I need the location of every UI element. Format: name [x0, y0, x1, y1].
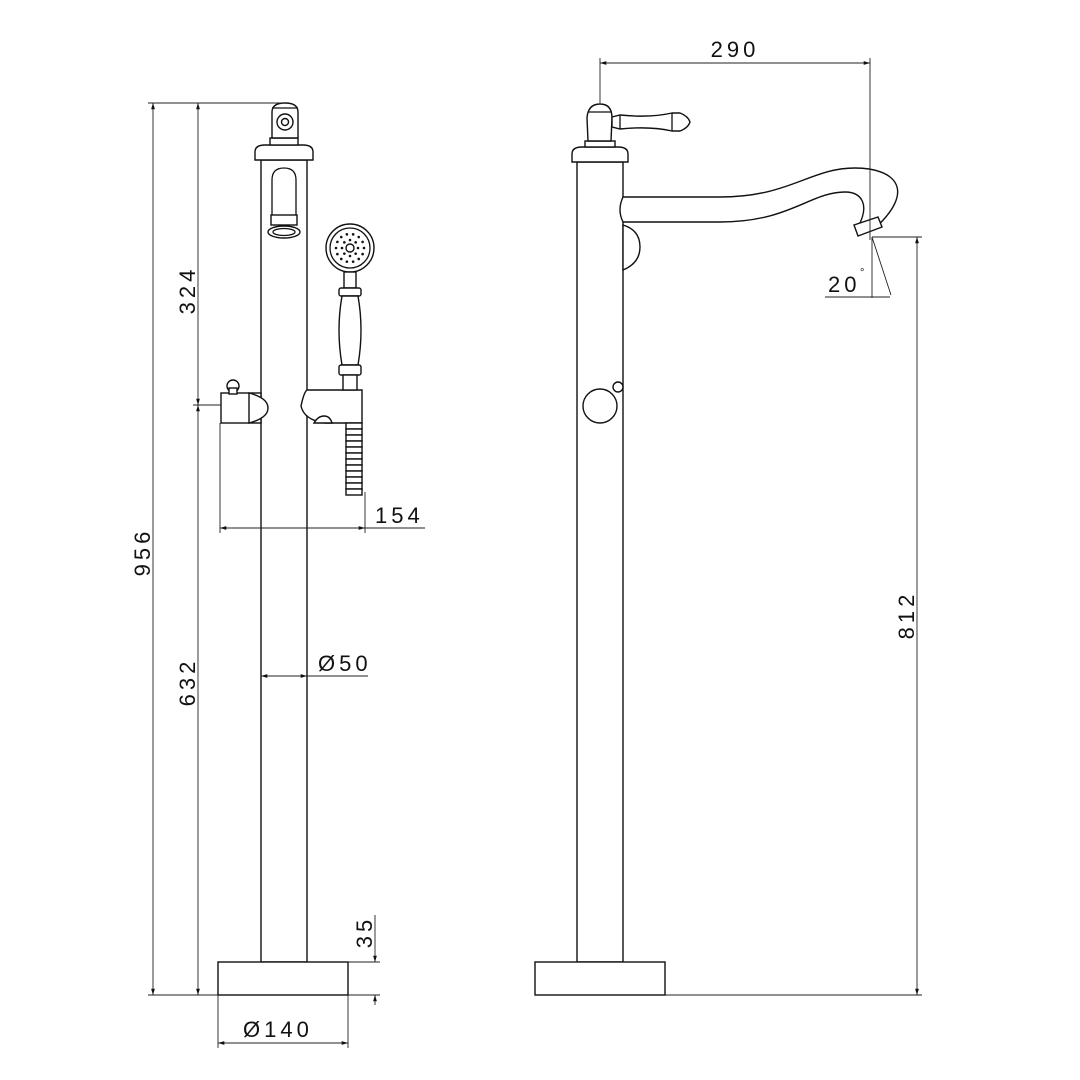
hose-rib — [345, 440, 363, 448]
hose-rib — [345, 452, 363, 460]
front-pipe — [260, 159, 308, 963]
front-dimensions: 956 324 632 154 Ø50 35 Ø140 — [130, 102, 425, 1048]
dim-lower-height: 632 — [175, 658, 200, 707]
front-view — [217, 102, 375, 996]
dim-shower-offset: 154 — [375, 503, 424, 528]
shower-hole — [351, 233, 355, 236]
shower-hole — [354, 252, 357, 255]
dim-spout-angle: 20 — [828, 272, 860, 297]
hose-rib — [345, 428, 363, 436]
dim-total-height: 956 — [130, 528, 155, 577]
side-view — [534, 103, 899, 996]
side-base — [534, 961, 666, 996]
shower-hole — [348, 238, 352, 242]
side-pipe — [576, 161, 624, 963]
shower-hole — [362, 246, 366, 250]
shower-hole — [334, 246, 338, 250]
shower-hole — [343, 241, 346, 244]
hose-rib — [345, 422, 363, 430]
lever-handle — [586, 103, 691, 142]
shower-hole — [354, 241, 357, 244]
shower-hole — [339, 235, 343, 239]
dim-base-height: 35 — [352, 916, 377, 948]
side-dimensions: 290 20 812 20 ° — [599, 37, 922, 996]
side-cap — [571, 146, 629, 163]
shower-hole — [336, 252, 339, 256]
hose-rib — [345, 488, 363, 496]
shower-hole — [336, 240, 339, 244]
front-handle — [271, 102, 299, 139]
hose-rib — [345, 482, 363, 490]
dim-spout-reach: 290 — [711, 37, 760, 62]
dim-base-diameter: Ø140 — [243, 1017, 313, 1042]
spout — [619, 167, 899, 272]
side-diverter-knob — [582, 381, 624, 424]
front-spout-outlet — [267, 167, 301, 239]
degree-symbol: ° — [860, 267, 864, 279]
front-diverter-knob — [220, 379, 269, 424]
shower-hole — [357, 257, 361, 261]
hose-rib — [345, 470, 363, 478]
shower-hole — [356, 246, 360, 250]
front-base — [217, 961, 349, 996]
shower-hole — [351, 260, 355, 263]
hose-rib — [345, 476, 363, 484]
shower-hole — [343, 252, 346, 255]
shower-hole — [339, 257, 343, 261]
shower-hole — [345, 233, 349, 236]
side-cap-collar — [584, 140, 616, 148]
shower-hole — [361, 240, 364, 244]
shower-hole — [357, 235, 361, 239]
dim-spout-height-label: 812 — [894, 591, 919, 640]
dim-upper-height: 324 — [175, 266, 200, 315]
hose-rib — [345, 458, 363, 466]
shower-hole — [340, 246, 344, 250]
shower-hole — [348, 254, 352, 258]
hose-rib — [345, 446, 363, 454]
front-cap-collar — [269, 137, 299, 146]
shower-hole — [361, 252, 364, 256]
hose-rib — [345, 434, 363, 442]
shower-hole — [345, 260, 349, 263]
dim-pipe-diameter: Ø50 — [318, 651, 372, 676]
shower-bracket — [300, 389, 363, 424]
hose-rib — [345, 464, 363, 472]
hand-shower — [325, 223, 375, 496]
front-cap — [254, 144, 314, 161]
